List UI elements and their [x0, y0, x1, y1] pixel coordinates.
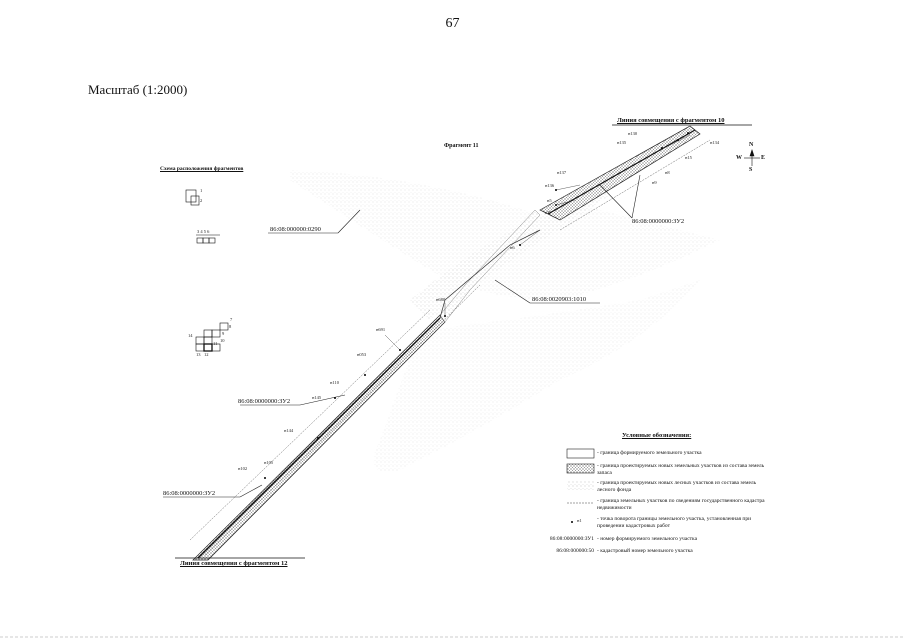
corridor-connection	[439, 209, 541, 323]
point-label: н136	[545, 183, 555, 188]
scheme-label: 14	[188, 333, 193, 338]
scheme-label: 10	[220, 338, 225, 343]
plot-boundary-link	[439, 229, 541, 319]
point-label: н7	[545, 210, 550, 215]
turning-point	[399, 349, 401, 351]
cadastral-boundary-2	[189, 309, 431, 541]
leader-zu2-lowb	[239, 484, 263, 498]
compass-south: S	[749, 167, 753, 173]
turning-point	[555, 204, 557, 206]
forest-fund-area-lower	[373, 280, 700, 472]
legend-code-zu1: 86:08:0000000:ЗУ1	[549, 536, 594, 542]
point-label: н145	[312, 395, 322, 400]
fragment-scheme-a	[185, 189, 220, 244]
point-label: н15	[685, 155, 692, 160]
point-label: н9	[652, 180, 657, 185]
legend-swatch-point	[571, 521, 573, 523]
point-label: н680	[436, 297, 446, 302]
point-label: н6	[510, 245, 515, 250]
leader-0290b	[337, 209, 361, 234]
point-label: н102	[238, 466, 248, 471]
turning-point	[264, 477, 266, 479]
legend-swatch-forest	[567, 481, 594, 490]
point-label: н053	[357, 352, 367, 357]
turning-point	[317, 437, 319, 439]
scheme-title: Схема расположения фрагментов	[160, 166, 244, 172]
scheme-label: 1	[200, 188, 203, 193]
turning-point	[687, 132, 689, 134]
legend-item-forest: - граница проектируемых новых лесных уча…	[597, 480, 757, 493]
turning-point	[364, 374, 366, 376]
cadastral-boundary-1	[204, 284, 481, 556]
compass-rose	[744, 149, 760, 166]
scheme-label: 9	[222, 331, 225, 336]
leader-p135	[659, 134, 691, 151]
turning-point	[555, 189, 557, 191]
leader-1010b	[494, 279, 531, 304]
legend-item-cadastral: - граница земельных участков по сведения…	[597, 498, 765, 511]
legend-item-zu1: - номер формируемого земельного участка	[597, 536, 698, 542]
legend-code-cad: 86:08:000000:50	[556, 548, 594, 554]
leader-p136	[555, 199, 576, 206]
turning-point	[677, 139, 679, 141]
turning-point	[444, 315, 446, 317]
turning-point	[519, 244, 521, 246]
fragment-scheme-b	[195, 322, 229, 352]
cadastral-label-zu2-mid: 86:08:0000000:ЗУ2	[238, 398, 291, 405]
leader-zu2-midb	[299, 394, 346, 406]
compass-east: E	[761, 155, 766, 161]
scheme-label: 7	[230, 317, 233, 322]
plot-boundary-upper	[547, 129, 696, 215]
link-line-label-top: Линия совмещения с фрагментом 10	[617, 117, 725, 124]
fragment-title: Фрагмент 11	[444, 143, 479, 149]
point-label: н135	[617, 140, 627, 145]
legend-item-plot: - граница формируемого земельного участк…	[597, 450, 702, 456]
leader-p137	[555, 184, 581, 191]
leader-p6	[519, 229, 541, 246]
point-label: н134	[710, 140, 720, 145]
point-label: н691	[376, 327, 386, 332]
legend-title: Условные обозначения:	[622, 432, 692, 439]
scheme-numbers-row: 3 4 5 6	[197, 229, 210, 234]
point-label: н8	[665, 170, 670, 175]
cadastral-label-zu2-top: 86:08:0000000:ЗУ2	[632, 218, 685, 225]
scheme-label: 12	[204, 352, 209, 357]
cadastral-label-1010: 86:08:0020903:1010	[532, 296, 587, 303]
point-label: н144	[284, 428, 294, 433]
turning-point	[334, 397, 336, 399]
point-label: н130	[628, 131, 638, 136]
link-line-label-bottom: Линия совмещения с фрагментом 12	[180, 560, 288, 567]
cadastral-boundary-3	[559, 139, 711, 231]
cadastral-label-0290: 86:08:000000:0290	[270, 226, 321, 233]
legend-point-symbol: н1	[577, 518, 582, 523]
scale-label: Масштаб (1:2000)	[88, 82, 188, 97]
leader-p691	[384, 334, 401, 351]
legend-item-reserve: - граница проектируемых новых земельных …	[597, 463, 765, 476]
legend-item-cad: - кадастровый номер земельного участка	[597, 548, 693, 554]
legend-swatch-reserve	[566, 463, 595, 474]
compass-west: W	[736, 155, 742, 161]
scheme-label: 11	[213, 341, 218, 346]
scheme-label: 2	[200, 198, 203, 203]
compass-north: N	[749, 142, 754, 148]
legend-swatch-plot	[566, 448, 595, 459]
point-label: н110	[330, 380, 339, 385]
point-label: н105	[264, 460, 274, 465]
leader-zu2-top-b	[631, 174, 641, 219]
scheme-label: 13	[196, 352, 201, 357]
turning-point	[661, 147, 663, 149]
turning-points	[264, 132, 689, 479]
page-number: 67	[445, 16, 460, 31]
point-label: н5	[547, 198, 552, 203]
legend-item-point: - точка поворота границы земельного учас…	[597, 516, 752, 529]
point-label: н137	[557, 170, 567, 175]
scheme-label: 8	[229, 324, 232, 329]
leader-zu2-top-a	[599, 184, 633, 219]
cadastral-label-zu2-low: 86:08:0000000:ЗУ2	[163, 490, 216, 497]
